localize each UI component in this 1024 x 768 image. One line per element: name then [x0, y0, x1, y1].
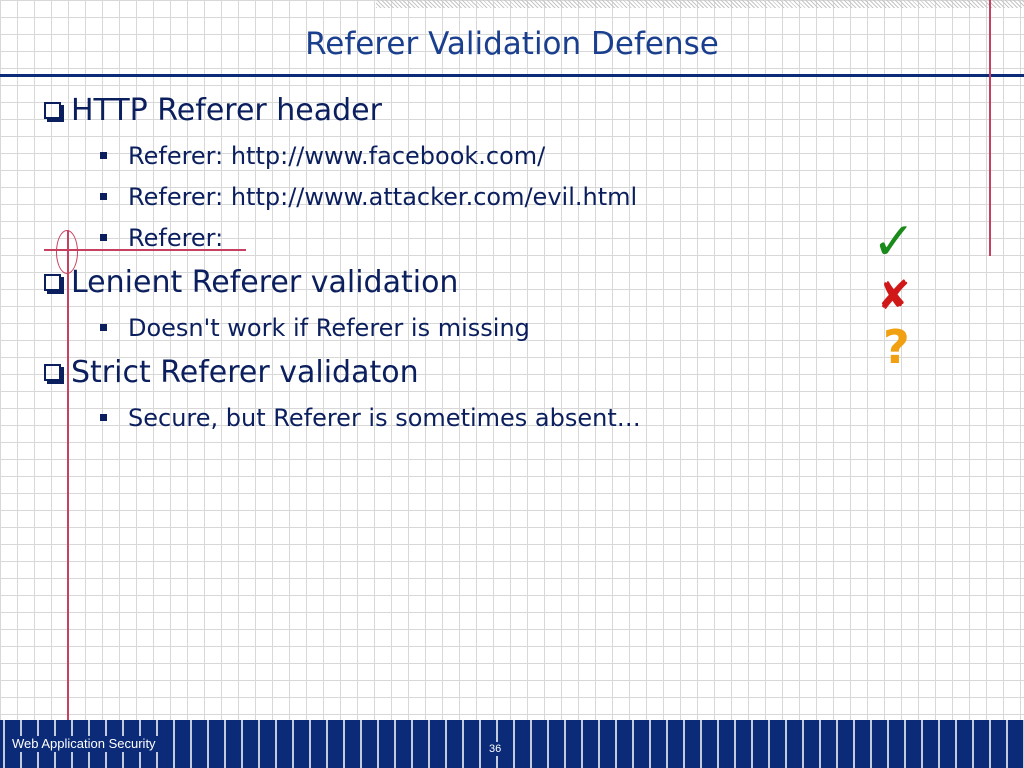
filled-square-icon [100, 234, 107, 241]
bullet-http-referer-header: HTTP Referer header [44, 93, 382, 129]
bullet-lenient-referer-validation: Lenient Referer validation [44, 265, 458, 301]
sub-bullet-text: Referer: [128, 224, 224, 252]
sub-bullet-text: Secure, but Referer is sometimes absent… [128, 404, 641, 432]
sub-bullet: Doesn't work if Referer is missing [100, 313, 530, 343]
title-divider [0, 74, 1024, 77]
sub-bullet: Referer: [100, 223, 223, 253]
sub-bullet: Referer: http://www.attacker.com/evil.ht… [100, 182, 637, 212]
margin-underline-decoration [44, 249, 246, 251]
question-mark-icon: ? [883, 320, 910, 374]
top-decorative-pattern [376, 0, 1024, 8]
filled-square-icon [100, 414, 107, 421]
footer-label: Web Application Security [10, 736, 158, 752]
sub-bullet: Referer: http://www.facebook.com/ [100, 141, 545, 171]
right-margin-line [989, 0, 991, 256]
left-margin-line [67, 230, 69, 732]
sub-bullet: Secure, but Referer is sometimes absent… [100, 403, 641, 433]
filled-square-icon [100, 193, 107, 200]
check-mark-icon: ✓ [872, 212, 916, 272]
checkbox-square-icon [44, 364, 61, 381]
filled-square-icon [100, 324, 107, 331]
sub-bullet-text: Referer: http://www.facebook.com/ [128, 142, 546, 170]
bullet-text: HTTP Referer header [71, 93, 382, 128]
bullet-text: Strict Referer validaton [71, 355, 419, 390]
footer-bar [0, 720, 1024, 768]
checkbox-square-icon [44, 102, 61, 119]
bullet-strict-referer-validation: Strict Referer validaton [44, 355, 419, 391]
bullet-text: Lenient Referer validation [71, 265, 459, 300]
slide-title: Referer Validation Defense [305, 26, 719, 62]
sub-bullet-text: Doesn't work if Referer is missing [128, 314, 530, 342]
page-number: 36 [486, 742, 505, 756]
cross-mark-icon: ✘ [877, 273, 911, 319]
margin-curl-decoration [56, 230, 78, 274]
sub-bullet-text: Referer: http://www.attacker.com/evil.ht… [128, 183, 638, 211]
filled-square-icon [100, 152, 107, 159]
checkbox-square-icon [44, 274, 61, 291]
